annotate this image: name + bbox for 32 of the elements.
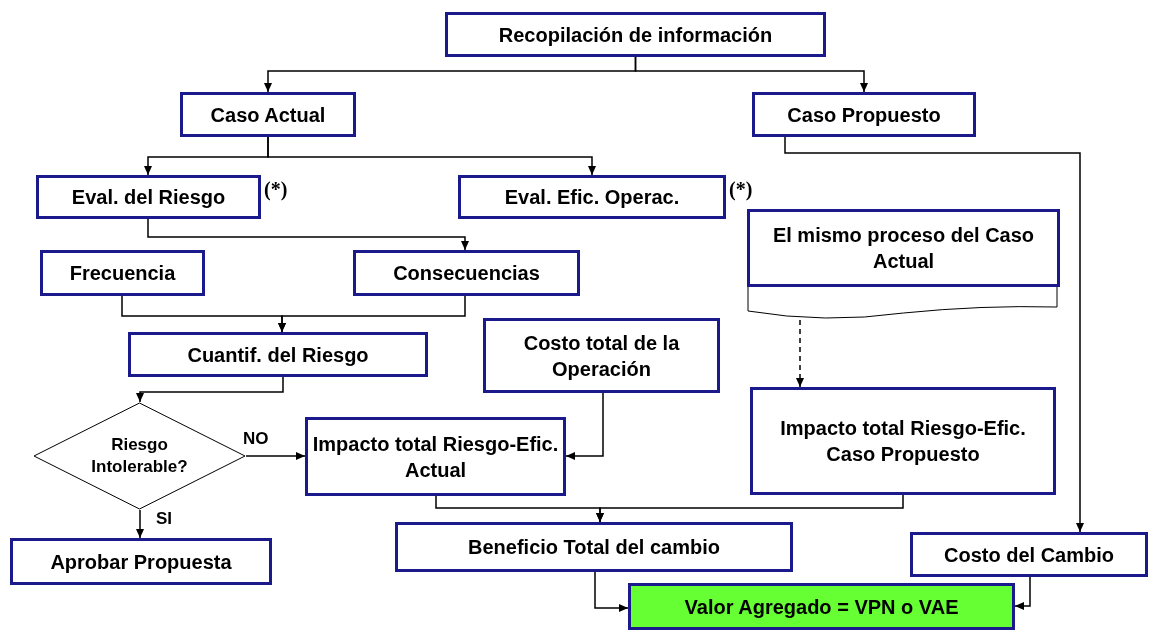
process-box: Beneficio Total del cambio [395,522,793,572]
process-box: Consecuencias [353,250,580,296]
arrow [1014,576,1031,610]
edge-label: SI [156,510,173,527]
process-box: Eval. del Riesgo [36,175,261,219]
process-box: Aprobar Propuesta [10,538,272,585]
arrow [784,136,1084,533]
arrow [565,392,604,460]
arrow [136,509,144,539]
process-box: Recopilación de información [445,12,826,57]
arrow [267,136,596,176]
arrow [594,571,629,612]
arrow [278,295,466,333]
process-box: Costo total de la Operación [483,318,720,393]
process-box: Eval. Efic. Operac. [458,175,726,219]
arrow [147,218,469,251]
process-box: Costo del Cambio [910,532,1148,577]
process-box: Valor Agregado = VPN o VAE [628,583,1015,630]
arrow [634,56,868,93]
arrow [245,452,306,460]
arrow [136,376,284,403]
process-box: Frecuencia [40,250,205,296]
arrow [796,319,804,388]
footnote-mark: (*) [264,179,288,199]
process-box: Cuantif. del Riesgo [128,332,428,377]
process-box: Impacto total Riesgo-Efic. Actual [305,417,566,496]
edge-label: NO [243,430,269,447]
process-box: Caso Propuesto [752,92,976,137]
process-box: Caso Actual [180,92,356,137]
footnote-mark: (*) [729,179,753,199]
process-box: Impacto total Riesgo-Efic. Caso Propuesto [750,387,1056,495]
arrow [596,494,904,523]
